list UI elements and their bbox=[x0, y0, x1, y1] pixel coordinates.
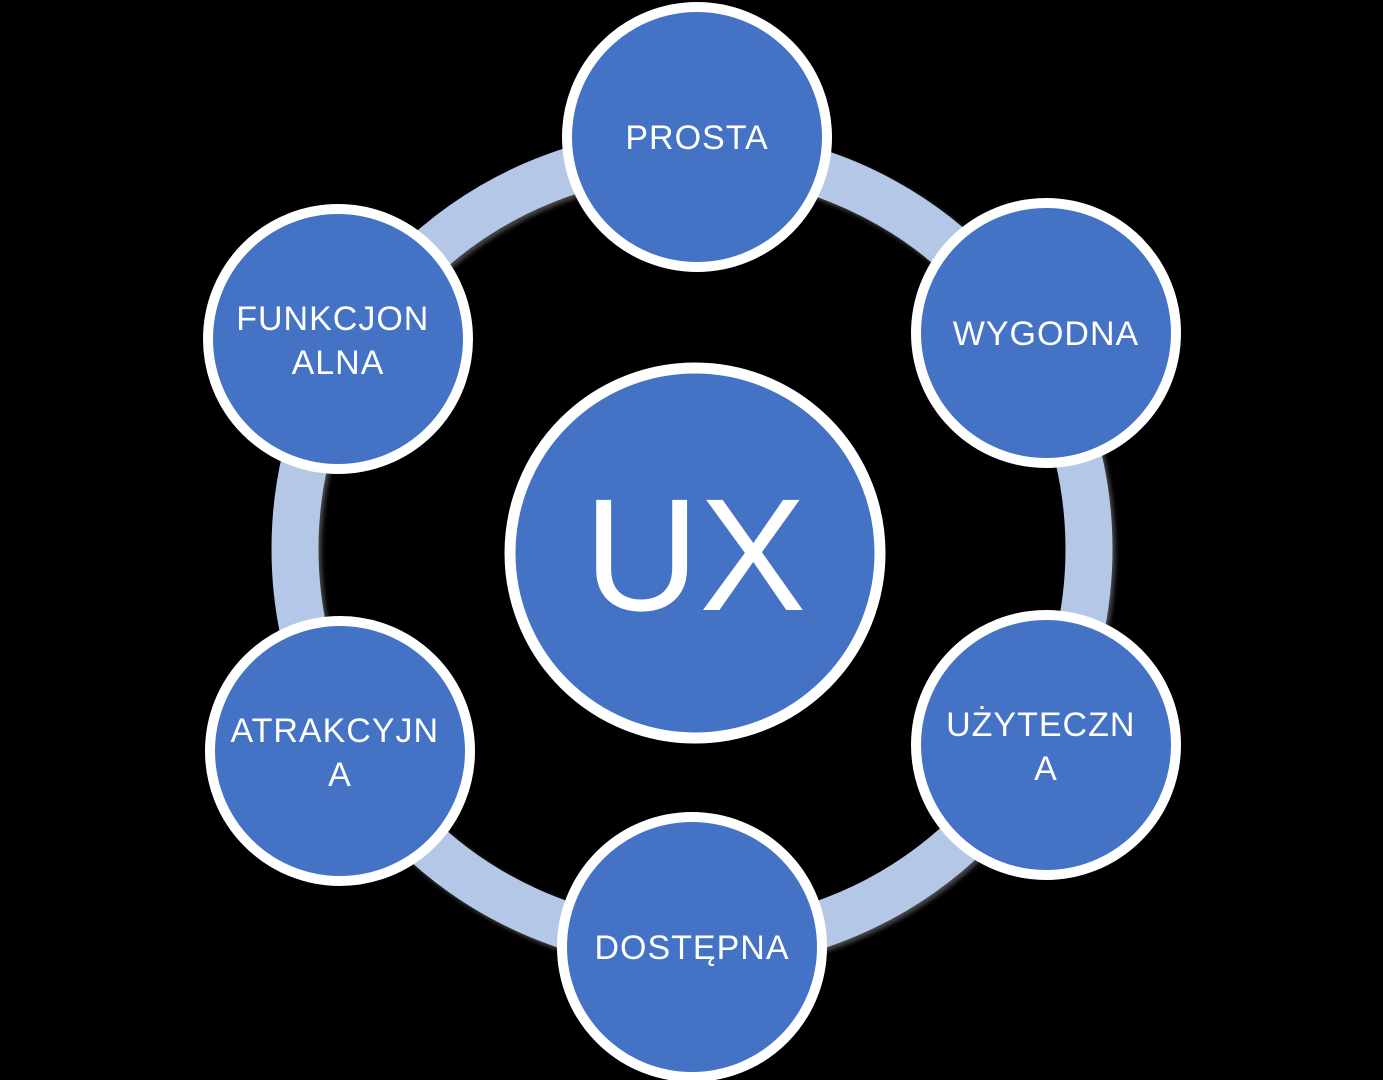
node-dostepna-label: DOSTĘPNA bbox=[594, 929, 789, 967]
node-atrakcyjna: ATRAKCYJN A bbox=[205, 616, 475, 886]
node-funkcjonalna-label: FUNKCJON ALNA bbox=[236, 300, 440, 382]
node-center-ux-circle bbox=[504, 362, 886, 744]
node-center-ux: UX bbox=[504, 362, 886, 744]
node-funkcjonalna-circle bbox=[203, 204, 473, 474]
node-uzyteczna-circle bbox=[911, 610, 1181, 880]
node-wygodna-circle bbox=[911, 198, 1181, 468]
node-dostepna: DOSTĘPNA bbox=[557, 812, 827, 1080]
node-uzyteczna: UŻYTECZN A bbox=[911, 610, 1181, 880]
node-prosta: PROSTA bbox=[562, 2, 832, 272]
node-wygodna: WYGODNA bbox=[911, 198, 1181, 468]
node-uzyteczna-label: UŻYTECZN A bbox=[946, 706, 1146, 788]
node-prosta-circle bbox=[562, 2, 832, 272]
node-dostepna-circle bbox=[557, 812, 827, 1080]
node-prosta-label: PROSTA bbox=[625, 119, 768, 157]
node-wygodna-label: WYGODNA bbox=[953, 315, 1139, 353]
node-atrakcyjna-circle bbox=[205, 616, 475, 886]
node-atrakcyjna-label: ATRAKCYJN A bbox=[230, 712, 449, 794]
node-center-ux-label: UX bbox=[584, 465, 806, 644]
node-funkcjonalna: FUNKCJON ALNA bbox=[203, 204, 473, 474]
